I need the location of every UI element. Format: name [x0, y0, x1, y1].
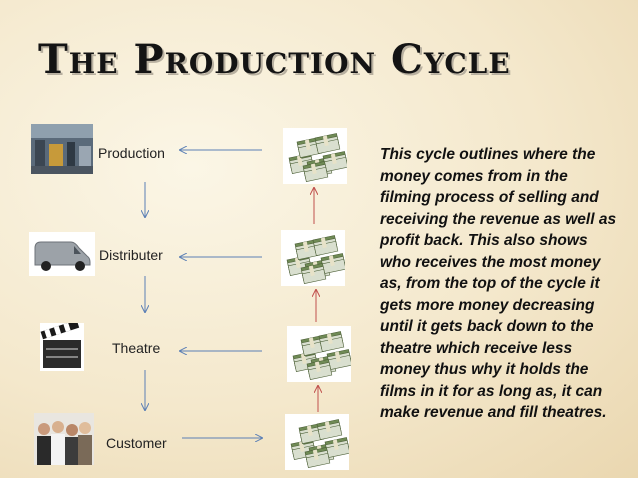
money-stack-icon [285, 414, 349, 470]
stage-label-distributer: Distributer [99, 247, 163, 263]
stage-label-customer: Customer [106, 435, 167, 451]
van-photo-icon [29, 232, 95, 276]
slide-title: The Production Cycle [38, 36, 511, 83]
crowd-photo-icon [34, 413, 94, 465]
stage-label-theatre: Theatre [112, 340, 161, 356]
money-stack-icon [287, 326, 351, 382]
factory-photo-icon [31, 124, 93, 174]
cycle-description: This cycle outlines where the money come… [380, 146, 617, 421]
stage-label-production: Production [98, 145, 165, 161]
money-stack-icon [281, 230, 345, 286]
clapperboard-icon [40, 323, 84, 371]
money-stack-icon [283, 128, 347, 184]
